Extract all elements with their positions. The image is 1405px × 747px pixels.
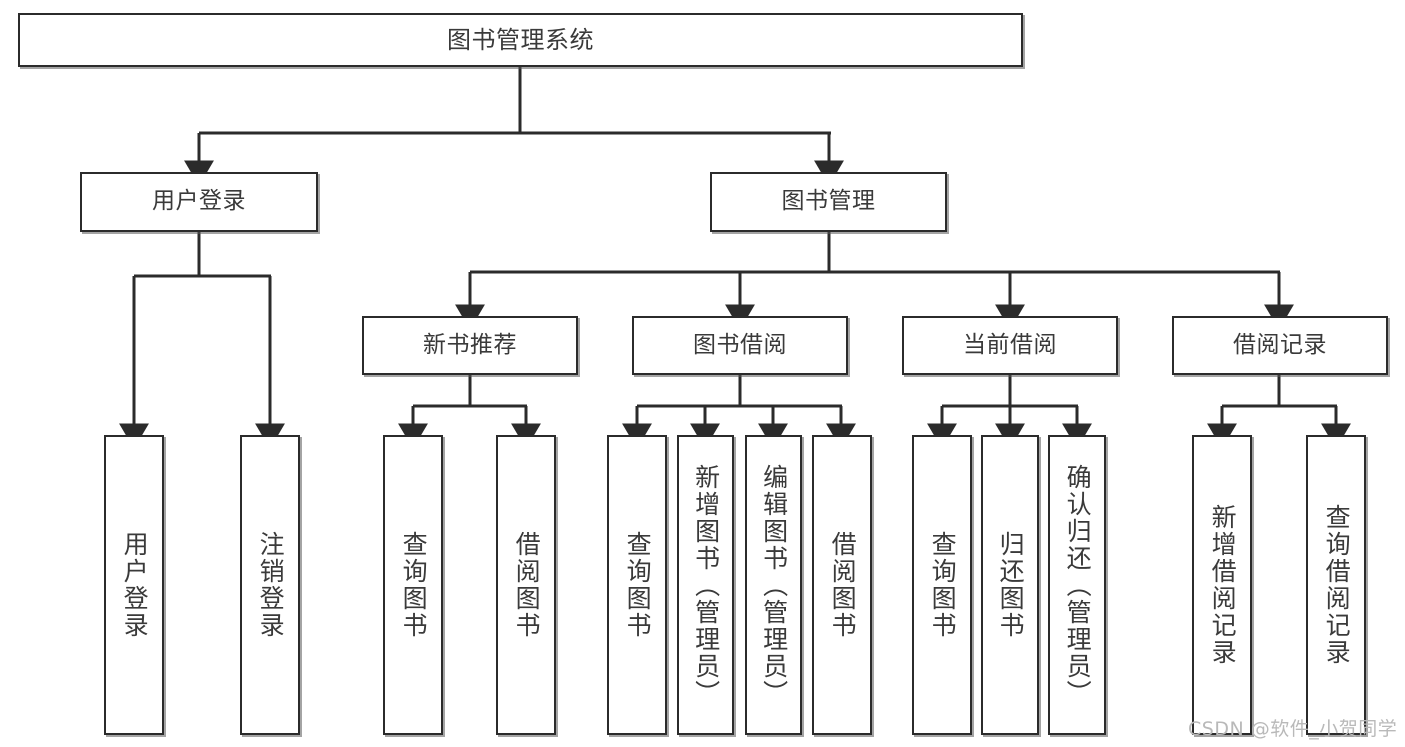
node-label: 图书管理系统 [447,25,594,54]
node-label: 新书推荐 [423,331,517,358]
node-label: 查询图书 [399,531,429,639]
node-label: 归还图书 [996,531,1026,639]
leaf-add-borrow-record[interactable]: 新增借阅记录 [1192,435,1252,735]
node-label: 确认归还（管理员） [1063,463,1093,707]
leaf-logout-login[interactable]: 注销登录 [240,435,300,735]
node-label: 注销登录 [256,531,286,639]
node-label: 借阅图书 [828,531,858,639]
node-label: 查询图书 [928,531,958,639]
node-label: 图书借阅 [693,331,787,358]
leaf-query-borrow-record[interactable]: 查询借阅记录 [1306,435,1366,735]
node-label: 借阅记录 [1233,331,1327,358]
leaf-query-book-borrow[interactable]: 查询图书 [607,435,667,735]
leaf-query-book-recommend[interactable]: 查询图书 [383,435,443,735]
leaf-confirm-return-admin[interactable]: 确认归还（管理员） [1048,435,1106,735]
node-label: 查询图书 [623,531,653,639]
node-book-manage[interactable]: 图书管理 [710,172,947,232]
leaf-return-book[interactable]: 归还图书 [981,435,1039,735]
node-current-borrow[interactable]: 当前借阅 [902,316,1118,375]
node-book-borrow[interactable]: 图书借阅 [632,316,848,375]
leaf-borrow-book-borrow[interactable]: 借阅图书 [812,435,872,735]
leaf-query-book-current[interactable]: 查询图书 [912,435,972,735]
node-label: 用户登录 [120,531,150,639]
leaf-user-login[interactable]: 用户登录 [104,435,164,735]
node-root-system[interactable]: 图书管理系统 [18,13,1023,67]
node-label: 借阅图书 [512,531,542,639]
node-label: 查询借阅记录 [1322,504,1352,666]
node-label: 编辑图书（管理员） [759,463,789,707]
node-label: 用户登录 [152,188,246,215]
node-label: 新增借阅记录 [1208,504,1238,666]
node-user-login[interactable]: 用户登录 [80,172,318,232]
node-label: 新增图书（管理员） [691,463,721,707]
csdn-watermark: CSDN @软件_小贺同学 [1188,718,1398,740]
leaf-edit-book-admin[interactable]: 编辑图书（管理员） [745,435,802,735]
leaf-borrow-book-recommend[interactable]: 借阅图书 [496,435,556,735]
node-new-book-recommend[interactable]: 新书推荐 [362,316,578,375]
leaf-add-book-admin[interactable]: 新增图书（管理员） [677,435,734,735]
node-label: 当前借阅 [963,331,1057,358]
node-label: 图书管理 [781,188,876,215]
node-borrow-record[interactable]: 借阅记录 [1172,316,1388,375]
